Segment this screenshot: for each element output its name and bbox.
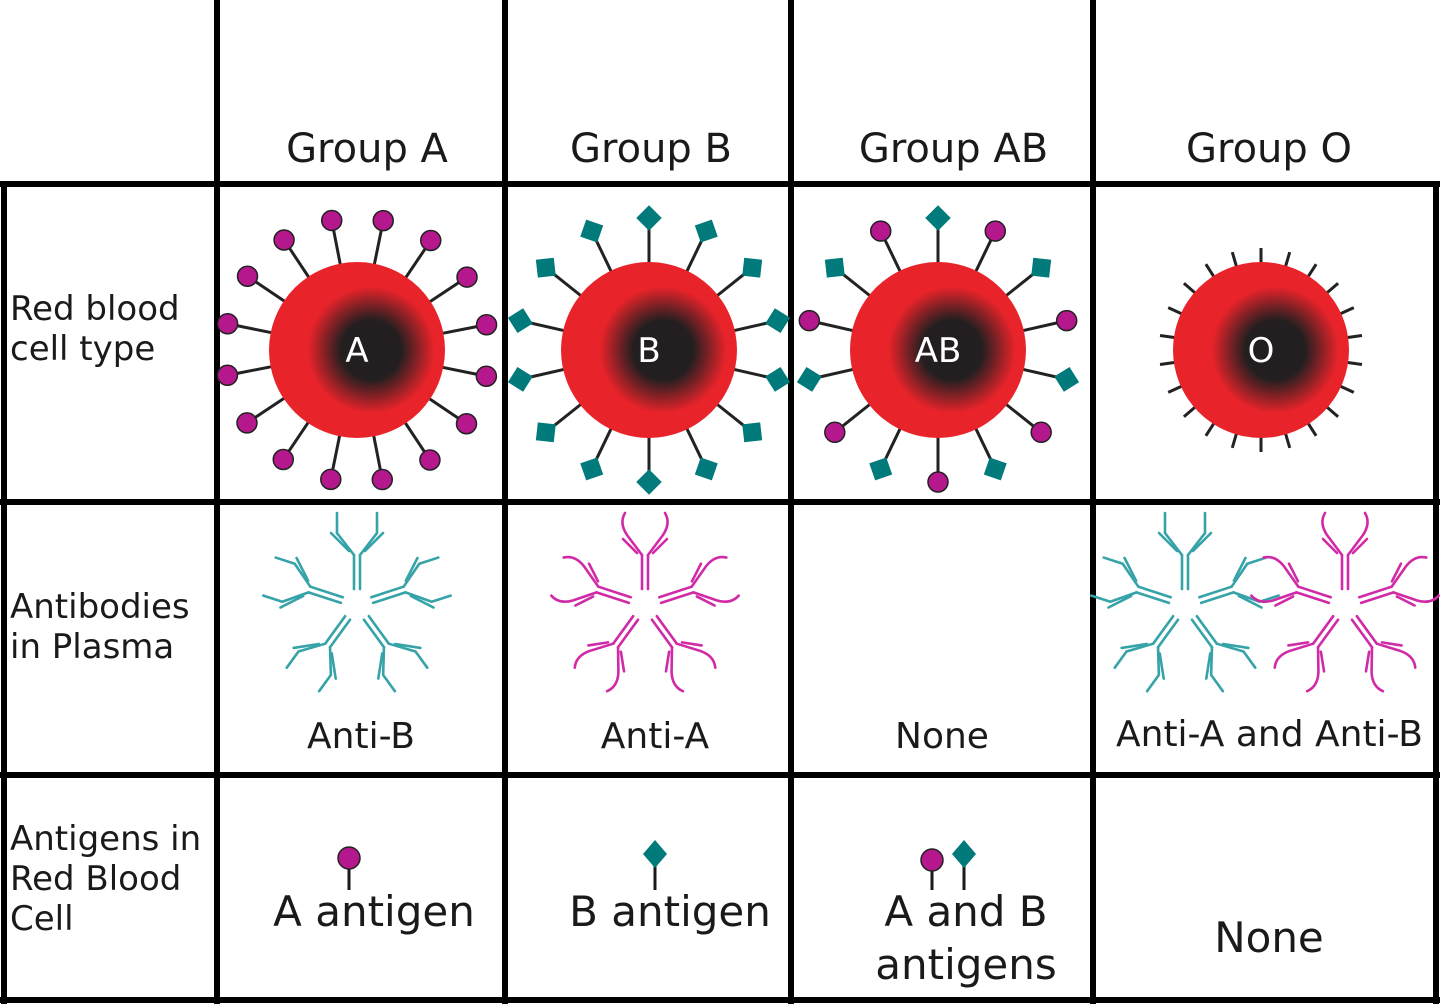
row-label-antigens: Antigens in Red Blood Cell xyxy=(10,819,202,939)
cell-label: A xyxy=(345,331,368,371)
antigen-a-lollipop-icon xyxy=(337,846,361,890)
header-group-a: Group A xyxy=(286,126,448,172)
header-group-b: Group B xyxy=(570,126,732,172)
antibody-y-icon xyxy=(362,614,429,693)
row-label-cell-type: Red blood cell type xyxy=(10,289,180,369)
antibody-y-icon xyxy=(1157,511,1213,591)
red-blood-cell-ab: AB xyxy=(796,205,1080,493)
antigen-label-a: A antigen xyxy=(273,887,475,936)
antibody-y-icon xyxy=(329,511,385,591)
cell-label: AB xyxy=(915,331,962,371)
antibody-y-icon xyxy=(1190,614,1257,693)
cell-label: B xyxy=(637,331,660,371)
header-group-ab: Group AB xyxy=(858,126,1049,172)
antibodies-anti-a-and-anti-b xyxy=(1090,511,1440,693)
antibody-y-icon xyxy=(1350,614,1417,693)
antigen-b-diamond-icon xyxy=(643,840,667,890)
antibody-y-icon xyxy=(1273,614,1340,693)
red-blood-cell-a: A xyxy=(216,209,498,491)
antibody-y-icon xyxy=(621,511,669,591)
antigen-a-and-b-icons xyxy=(920,840,976,890)
antibody-y-icon xyxy=(650,614,717,693)
red-blood-cell-o: O xyxy=(1159,248,1363,452)
antibody-y-icon xyxy=(262,556,345,609)
antigen-label-o: None xyxy=(1214,913,1324,962)
header-group-o: Group O xyxy=(1186,126,1352,172)
antibody-y-icon xyxy=(285,614,352,693)
antibody-y-icon xyxy=(550,555,633,607)
antibody-y-icon xyxy=(1250,555,1333,607)
antibodies-anti-b xyxy=(262,511,452,693)
antibody-y-icon xyxy=(1197,556,1280,609)
antigen-label-ab: A and B antigens xyxy=(875,887,1057,989)
antibody-label-ab: None xyxy=(895,716,989,757)
row-label-antibodies: Antibodies in Plasma xyxy=(10,587,190,667)
antibody-label-o: Anti-A and Anti-B xyxy=(1116,714,1423,755)
antibody-label-a: Anti-B xyxy=(307,716,415,757)
antibody-y-icon xyxy=(1113,614,1180,693)
antibody-y-icon xyxy=(1357,555,1440,607)
antibodies-anti-a xyxy=(550,511,740,693)
antibody-y-icon xyxy=(369,556,452,609)
antibody-y-icon xyxy=(1090,556,1173,609)
red-blood-cell-b: B xyxy=(507,205,791,495)
antigen-label-b: B antigen xyxy=(569,887,771,936)
antibody-label-b: Anti-A xyxy=(600,716,710,757)
antibody-y-icon xyxy=(573,614,640,693)
cell-label: O xyxy=(1248,331,1275,371)
antibody-y-icon xyxy=(657,555,740,607)
antibody-y-icon xyxy=(1321,511,1369,591)
